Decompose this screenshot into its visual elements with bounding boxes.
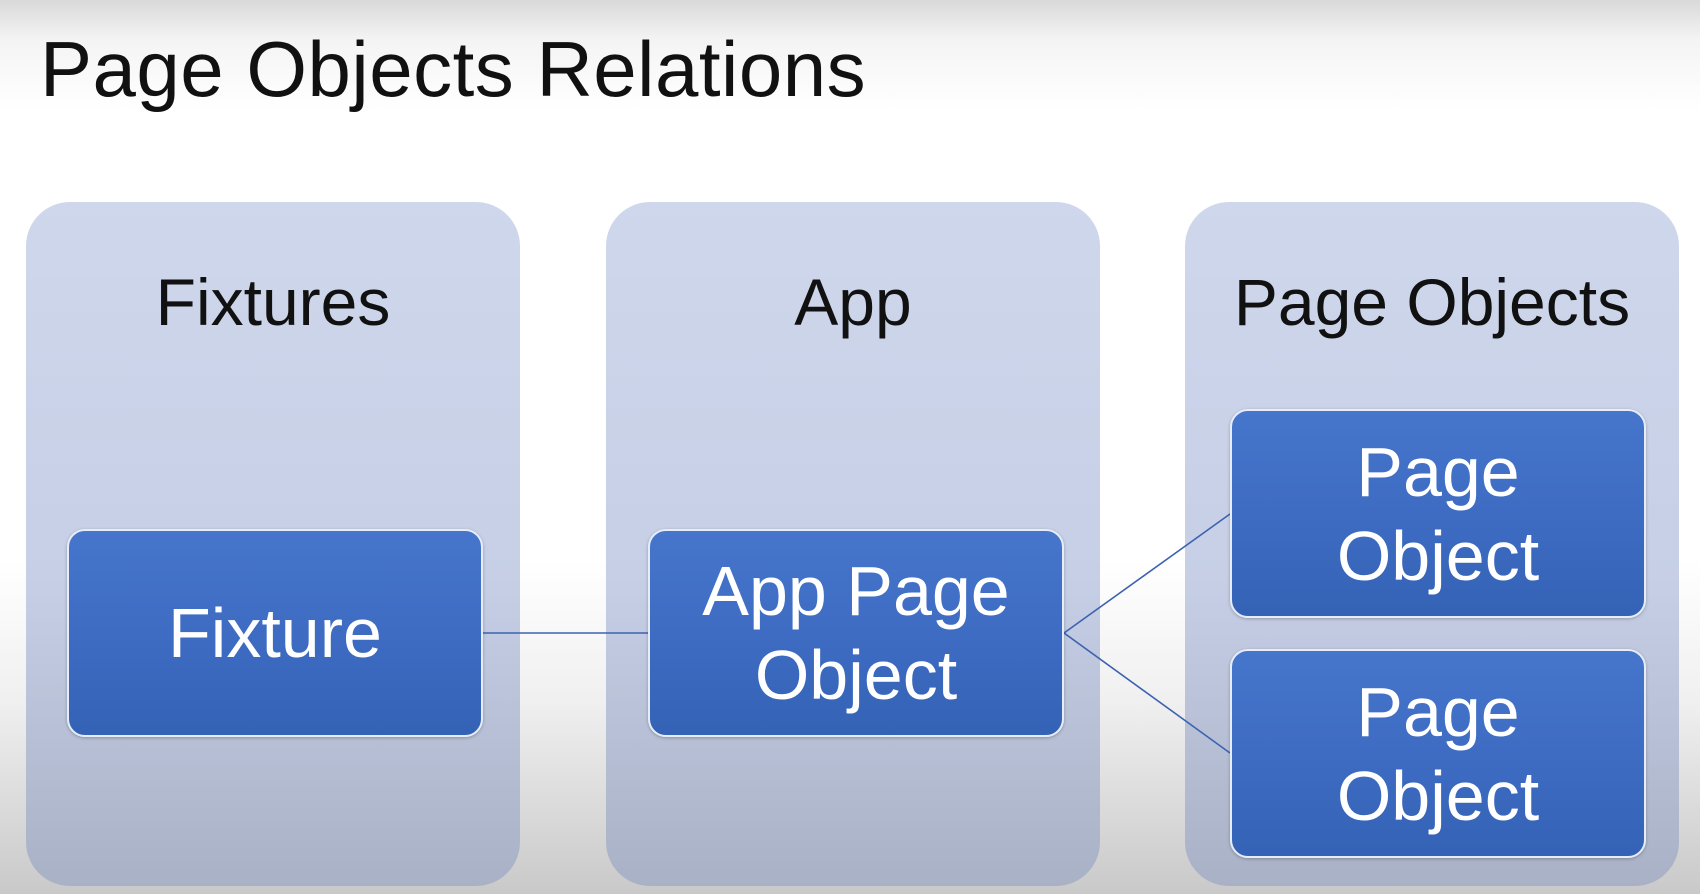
node-app-page-object: App Page Object: [648, 529, 1064, 737]
node-fixture: Fixture: [67, 529, 483, 737]
node-page-object-bottom: Page Object: [1230, 649, 1646, 858]
node-app-page-object-label: App Page Object: [702, 552, 1010, 714]
slide-title: Page Objects Relations: [40, 25, 867, 113]
column-heading-fixtures: Fixtures: [155, 265, 391, 339]
column-heading-page-objects: Page Objects: [1233, 265, 1631, 339]
node-page-object-bottom-label: Page Object: [1336, 672, 1540, 835]
column-heading-app: App: [794, 265, 912, 339]
node-page-object-top-label: Page Object: [1336, 432, 1540, 595]
node-page-object-top: Page Object: [1230, 409, 1646, 618]
node-fixture-label: Fixture: [168, 594, 382, 672]
